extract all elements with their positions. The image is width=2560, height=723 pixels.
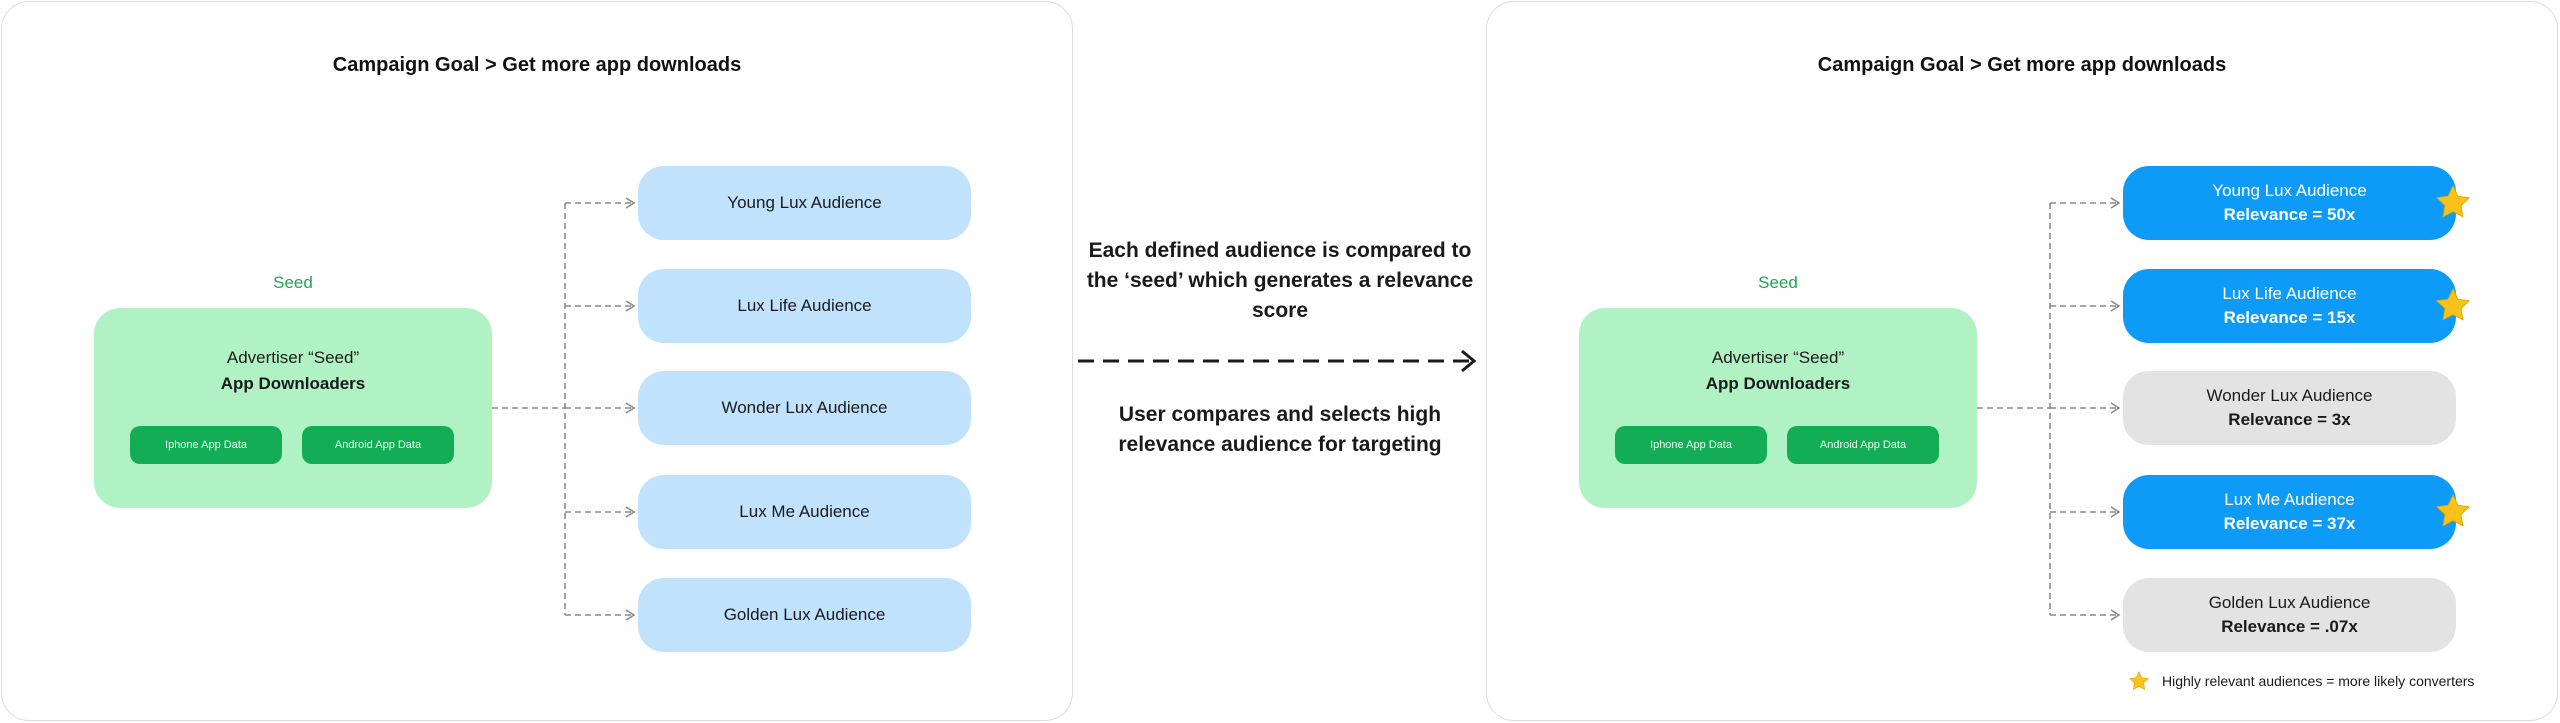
audience-label: Wonder Lux Audience: [721, 398, 888, 417]
star-icon: [2436, 288, 2470, 321]
legend: Highly relevant audiences = more likely …: [2128, 670, 2474, 692]
dashed-arrow-icon: [1078, 349, 1477, 373]
seed-box: Advertiser “Seed” App Downloaders Iphone…: [1579, 308, 1977, 508]
audience-label: Golden Lux Audience: [2208, 593, 2371, 612]
legend-text: Highly relevant audiences = more likely …: [2162, 673, 2475, 689]
seed-subtitle: App Downloaders: [1705, 374, 1851, 393]
seed-label: Seed: [273, 273, 313, 292]
audience-lux-me: Lux Me Audience Relevance = 37x: [2123, 475, 2470, 549]
right-panel: Campaign Goal > Get more app downloads S…: [1486, 1, 2558, 721]
audience-lux-life: Lux Life Audience Relevance = 15x: [2123, 269, 2470, 343]
iphone-data-chip: Iphone App Data: [1615, 426, 1767, 464]
seed-subtitle: App Downloaders: [220, 374, 366, 393]
comparison-explanation: Each defined audience is compared to the…: [1086, 239, 1474, 322]
relevance-score: Relevance = 50x: [2223, 205, 2356, 224]
audience-label: Lux Life Audience: [737, 296, 872, 315]
android-data-chip: Android App Data: [302, 426, 454, 464]
relevance-score: Relevance = 37x: [2223, 514, 2356, 533]
relevance-score: Relevance = 15x: [2223, 308, 2356, 327]
audience-label: Golden Lux Audience: [723, 605, 886, 624]
relevance-score: Relevance = .07x: [2221, 617, 2358, 636]
star-icon: [2129, 671, 2149, 690]
left-panel: Campaign Goal > Get more app downloads S…: [1, 1, 1073, 721]
seed-title: Advertiser “Seed”: [1711, 348, 1845, 367]
star-icon: [2436, 494, 2470, 527]
connector-lines: [492, 197, 636, 621]
relevance-score: Relevance = 3x: [2228, 410, 2351, 429]
selection-explanation: User compares and selects high relevance…: [1118, 403, 1442, 456]
audience-wonder-lux: Wonder Lux Audience: [638, 371, 971, 445]
audience-label: Lux Life Audience: [2222, 284, 2357, 303]
audience-label: Wonder Lux Audience: [2206, 386, 2373, 405]
audience-wonder-lux: Wonder Lux Audience Relevance = 3x: [2123, 371, 2456, 445]
audience-young-lux: Young Lux Audience: [638, 166, 971, 240]
star-icon: [2436, 185, 2470, 218]
audience-label: Young Lux Audience: [727, 193, 882, 212]
seed-title: Advertiser “Seed”: [226, 348, 360, 367]
seed-box: Advertiser “Seed” App Downloaders Iphone…: [94, 308, 492, 508]
iphone-data-chip: Iphone App Data: [130, 426, 282, 464]
audience-lux-me: Lux Me Audience: [638, 475, 971, 549]
panel-title: Campaign Goal > Get more app downloads: [332, 54, 742, 76]
audience-label: Young Lux Audience: [2212, 181, 2367, 200]
audience-lux-life: Lux Life Audience: [638, 269, 971, 343]
audience-label: Lux Me Audience: [2224, 490, 2355, 509]
audience-golden-lux: Golden Lux Audience Relevance = .07x: [2123, 578, 2456, 652]
seed-label: Seed: [1758, 273, 1798, 292]
audience-young-lux: Young Lux Audience Relevance = 50x: [2123, 166, 2470, 240]
panel-title: Campaign Goal > Get more app downloads: [1817, 54, 2227, 76]
android-data-chip: Android App Data: [1787, 426, 1939, 464]
connector-lines: [1977, 197, 2121, 621]
audience-golden-lux: Golden Lux Audience: [638, 578, 971, 652]
audience-label: Lux Me Audience: [739, 502, 870, 521]
